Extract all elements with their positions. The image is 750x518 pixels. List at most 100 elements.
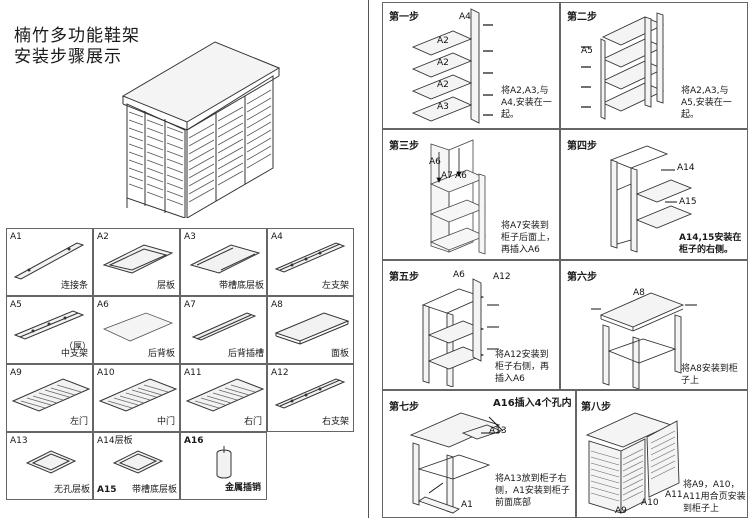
metal-pin-drawing — [216, 446, 232, 479]
step-7-callout: A16插入4个孔内 — [493, 398, 572, 409]
small-shelf-drawing — [112, 450, 164, 474]
tag: A12 — [493, 272, 511, 282]
part-name: 面板 — [330, 349, 349, 359]
middle-bracket-drawing — [13, 310, 85, 340]
part-code: A4 — [271, 232, 283, 242]
left-door-drawing — [11, 378, 91, 412]
section-divider — [368, 0, 369, 518]
shelf-board-drawing — [102, 244, 174, 274]
part-name: 中支架 — [60, 349, 88, 359]
part-code: A3 — [184, 232, 196, 242]
tag: A3 — [437, 102, 449, 112]
part-name: 左门 — [69, 417, 88, 427]
part-code: A10 — [97, 368, 115, 378]
tag: A1 — [461, 500, 473, 510]
part-extra: （厚） — [64, 342, 92, 352]
part-cell-a10: A10 中门 — [93, 364, 180, 432]
step-4-panel: 第四步 A14 A15 A14,15安装在柜子的右侧。 — [560, 129, 748, 260]
tag: A8 — [633, 288, 645, 298]
step-4-drawing: A14 A15 — [609, 145, 697, 253]
part-name: 连接条 — [60, 281, 88, 291]
part-cell-a3: A3 带槽底层板 — [180, 228, 267, 296]
step-title: 第六步 — [567, 272, 597, 283]
part-name: 带槽底层板 — [131, 485, 177, 495]
part-cell-a11: A11 右门 — [180, 364, 267, 432]
right-door-drawing — [185, 378, 265, 412]
tag: A2 — [437, 58, 449, 68]
part-name: 带槽底层板 — [218, 281, 264, 291]
connector-strip-drawing — [13, 242, 85, 280]
part-name: 左支架 — [321, 281, 349, 291]
step-1-drawing: A4 A2 A2 A2 A3 — [411, 8, 493, 124]
tag: A6 — [453, 270, 465, 280]
step-note: 将A2,A3,与A5,安装在一起。 — [681, 86, 732, 120]
part-code: A5 — [10, 300, 22, 310]
step-5-panel: 第五步 A6 A12 将A12安装到柜子右侧，再插入A6 — [382, 260, 560, 390]
tag: A4 — [459, 12, 471, 22]
back-slot-rail-drawing — [191, 312, 257, 341]
step-title: 第三步 — [389, 141, 419, 152]
step-title: 第八步 — [581, 402, 611, 413]
tag: A2 — [437, 36, 449, 46]
step-title: 第五步 — [389, 272, 419, 283]
right-bracket-drawing — [274, 378, 346, 409]
step-note: 将A13放到柜子右侧，A1安装到柜子前面底部 — [495, 474, 570, 508]
tag: A10 — [641, 498, 659, 508]
tag: A11 — [665, 490, 683, 500]
grooved-base-board-drawing — [189, 244, 261, 274]
tag: A7 — [441, 171, 453, 181]
part-cell-a8: A8 面板 — [267, 296, 354, 364]
step-note: 将A7安装到柜子后面上，再插入A6 — [501, 221, 556, 255]
step-note: 将A12安装到柜子右侧，再插入A6 — [495, 350, 550, 384]
part-cell-a13: A13 无孔层板 — [6, 432, 93, 500]
step-note: 将A9，A10，A11用合页安装到柜子上 — [683, 480, 746, 514]
part-name: 金属插销 — [225, 483, 262, 493]
step-2-panel: 第二步 A5 将A2,A3,与A5,安装在一起。 — [560, 2, 748, 129]
left-bracket-drawing — [274, 242, 346, 273]
part-cell-a4: A4 左支架 — [267, 228, 354, 296]
part-cell-a5: A5 （厚） 中支架 — [6, 296, 93, 364]
step-1-panel: 第一步 A4 A2 A2 A2 A3 将A2,A3,与A4,安装在一起。 — [382, 2, 560, 129]
part-name: 右支架 — [321, 417, 349, 427]
tag: A2 — [437, 80, 449, 90]
tag: A5 — [581, 46, 593, 56]
top-panel-drawing — [274, 312, 350, 345]
step-note: 将A2,A3,与A4,安装在一起。 — [501, 86, 552, 120]
step-8-panel: 第八步 A9 A10 A11 将A9，A10，A11用合页安装到柜子上 — [576, 390, 748, 518]
tag: A6 — [429, 157, 441, 167]
tag: A14 — [677, 163, 695, 173]
step-note: A14,15安装在柜子的右侧。 — [679, 233, 742, 255]
part-cell-a9: A9 左门 — [6, 364, 93, 432]
part-code: A1 — [10, 232, 22, 242]
tag: A15 — [679, 197, 697, 207]
part-code: A8 — [271, 300, 283, 310]
part-name: 无孔层板 — [53, 485, 90, 495]
part-cell-a6: A6 后背板 — [93, 296, 180, 364]
step-6-panel: 第六步 A8 将A8安装到柜子上 — [560, 260, 748, 390]
part-cell-a2: A2 层板 — [93, 228, 180, 296]
part-cell-a7: A7 后背插槽 — [180, 296, 267, 364]
part-code: A11 — [184, 368, 202, 378]
part-cell-a14-a15: A14层板 A15 带槽底层板 — [93, 432, 180, 500]
step-8-drawing: A9 A10 A11 — [585, 412, 683, 515]
part-name: 右门 — [243, 417, 262, 427]
page-title: 楠竹多功能鞋架 安装步骤展示 — [14, 26, 140, 67]
step-title: 第七步 — [389, 402, 419, 413]
part-code: A16 — [184, 436, 204, 446]
part-code: A12 — [271, 368, 289, 378]
part-code: A2 — [97, 232, 109, 242]
part-code: A15 — [97, 485, 117, 495]
part-code: A13 — [10, 436, 28, 446]
step-title: 第二步 — [567, 12, 597, 23]
part-name: 层板 — [156, 281, 175, 291]
step-7-drawing: A13 A1 — [409, 412, 507, 514]
tag: A9 — [615, 506, 627, 515]
step-5-drawing: A6 A12 — [421, 270, 511, 387]
part-code: A7 — [184, 300, 196, 310]
tag: A13 — [489, 426, 507, 436]
step-note: 将A8安装到柜子上 — [681, 364, 738, 386]
part-name: 后背板 — [147, 349, 175, 359]
step-3-drawing: A6 A7 A6 — [429, 139, 487, 255]
part-cell-a12: A12 右支架 — [267, 364, 354, 432]
step-3-panel: 第三步 A6 A7 A6 将A7安装到柜子后面上，再插入A6 — [382, 129, 560, 260]
